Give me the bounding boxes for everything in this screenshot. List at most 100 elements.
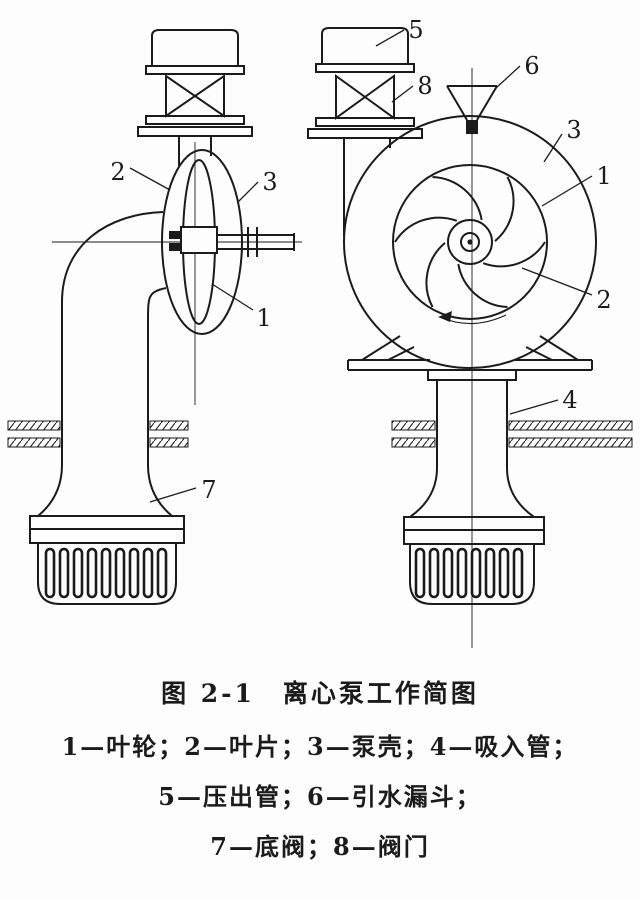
callout-blade-right: 2 (596, 286, 611, 314)
callouts: 2 3 1 7 5 8 6 3 1 2 4 (110, 16, 611, 504)
leader-line (495, 65, 521, 89)
left-flange-upper (145, 65, 245, 75)
impeller-blade (425, 242, 446, 308)
pump-stand (347, 335, 593, 371)
strainer-slot (470, 547, 482, 599)
impeller-blade (494, 176, 515, 242)
callout-priming-funnel: 6 (524, 52, 539, 80)
water-band (508, 420, 633, 431)
left-foot-valve-box (29, 528, 185, 544)
leader-line (509, 399, 559, 415)
shaft-hub (180, 226, 218, 254)
impeller-circle (392, 164, 548, 320)
left-bell-mouth (37, 464, 63, 517)
left-bell-flange (29, 515, 185, 530)
leader-line (521, 267, 593, 296)
figure-legend-line-3: 7—底阀；8—阀门 (210, 832, 430, 861)
strainer-slot (100, 547, 112, 599)
strainer-slot (128, 547, 140, 599)
right-flange-upper (315, 63, 415, 73)
figure-legend-line-1: 1—叶轮；2—叶片；3—泵壳；4—吸入管； (61, 732, 579, 761)
left-flange-wide (137, 126, 253, 137)
water-hatching (7, 420, 633, 448)
left-bell-mouth (147, 464, 173, 517)
priming-funnel (446, 85, 498, 134)
shaft-center-dot (467, 239, 473, 245)
side-casing-outline (161, 149, 243, 335)
callout-suction-pipe: 4 (562, 386, 577, 414)
right-valve-icon (363, 74, 395, 120)
suction-flange (427, 369, 517, 381)
water-band (7, 420, 61, 431)
strainer-slot (498, 547, 510, 599)
left-discharge-assembly (137, 29, 253, 166)
impeller-blade (482, 241, 546, 268)
callout-discharge-pipe: 5 (408, 16, 423, 44)
strainer-slot (414, 547, 426, 599)
water-band (391, 437, 436, 448)
gland-nut (169, 243, 181, 251)
strainer-slots-right (414, 547, 524, 599)
leader-line (391, 85, 414, 103)
water-band (7, 437, 61, 448)
right-bell-mouth (506, 467, 535, 518)
callout-blade-left: 2 (110, 158, 125, 186)
leader-line (237, 181, 259, 203)
callout-casing-right: 3 (566, 116, 581, 144)
right-flange-wide (307, 128, 423, 139)
leader-line (129, 167, 171, 191)
leader-line (541, 175, 593, 207)
pump-front-view (343, 85, 597, 605)
strainer-slots-left (44, 547, 168, 599)
strainer-slot (442, 547, 454, 599)
impeller-blades (394, 176, 546, 308)
water-band (149, 437, 189, 448)
impeller-blade (394, 216, 458, 243)
strainer-slot (86, 547, 98, 599)
shaft-circle (460, 232, 480, 252)
leader-line (211, 283, 254, 311)
left-flange-lower (145, 115, 245, 125)
strainer-slot (114, 547, 126, 599)
strainer-slot (512, 547, 524, 599)
right-discharge-assembly (307, 27, 423, 236)
caption-block: 图 2-1 离心泵工作简图 1—叶轮；2—叶片；3—泵壳；4—吸入管； 5—压出… (0, 678, 640, 860)
right-strainer-outline (409, 544, 535, 605)
left-strainer-outline (37, 543, 177, 605)
figure-legend-line-2: 5—压出管；6—引水漏斗； (158, 782, 482, 811)
strainer-slot (58, 547, 70, 599)
gland-nut (169, 231, 181, 239)
strainer-slot (456, 547, 468, 599)
right-valve-icon (335, 74, 367, 120)
strainer-slot (44, 547, 56, 599)
left-valve-icon (193, 74, 225, 118)
callout-valve: 8 (417, 72, 432, 100)
impeller-hub-circle (447, 219, 493, 265)
water-band (391, 420, 436, 431)
right-foot-valve-box (403, 529, 545, 545)
left-valve-icon (165, 74, 197, 118)
strainer-slot (156, 547, 168, 599)
leader-line (149, 487, 197, 503)
strainer-slot (142, 547, 154, 599)
impeller-blade (432, 176, 483, 221)
right-discharge-pipe-cap (321, 27, 409, 65)
funnel-neck (466, 120, 478, 134)
rotation-arrowhead-icon (438, 311, 452, 322)
strainer-slot (72, 547, 84, 599)
water-band (149, 420, 189, 431)
callout-impeller-left: 1 (256, 304, 271, 332)
leader-line (543, 133, 563, 163)
pump-side-view (29, 149, 295, 605)
right-bell-flange (403, 516, 545, 531)
pump-diagram: 2 3 1 7 5 8 6 3 1 2 4 (7, 16, 633, 648)
suction-elbow-outer (61, 211, 164, 465)
left-discharge-pipe-cap (151, 29, 239, 67)
right-flange-lower (315, 117, 415, 127)
strainer-slot (428, 547, 440, 599)
callout-impeller-right: 1 (596, 162, 611, 190)
volute-casing-circle (343, 115, 597, 369)
figure-caption-title: 图 2-1 离心泵工作简图 (161, 679, 479, 708)
callout-foot-valve: 7 (201, 476, 216, 504)
strainer-slot (484, 547, 496, 599)
